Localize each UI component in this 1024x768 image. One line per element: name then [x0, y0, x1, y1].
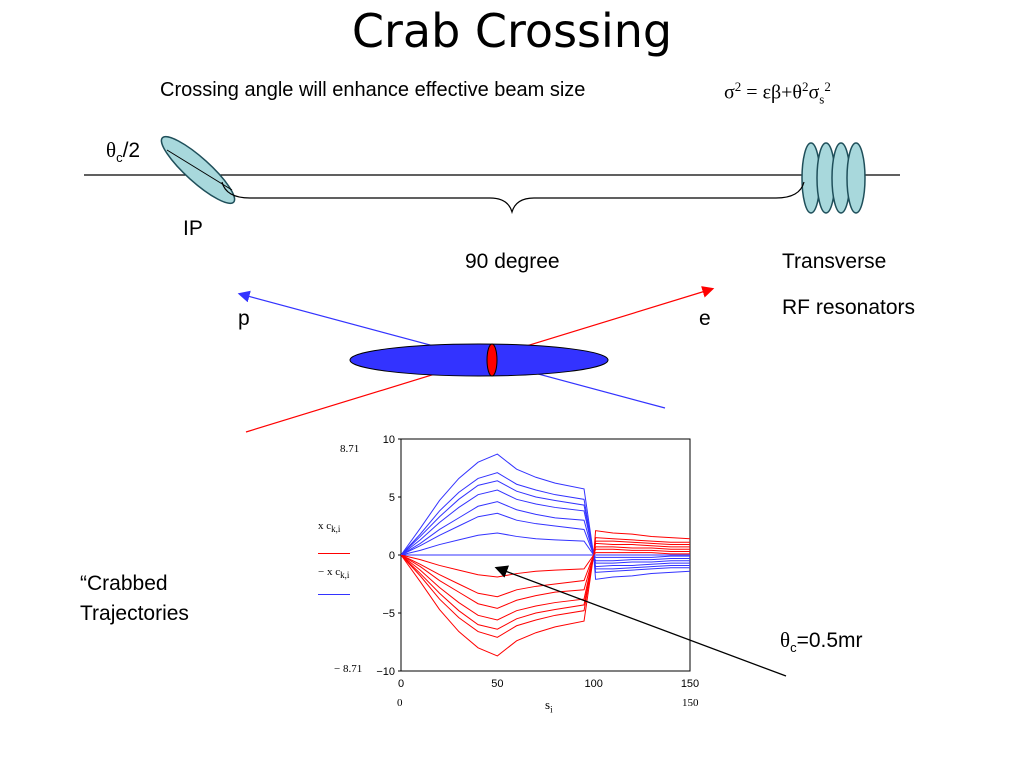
y-tick-label: 10 [383, 434, 395, 446]
y-marker-top: 8.71 [340, 443, 360, 455]
x-marker-right: 150 [682, 697, 699, 709]
trajectory-positive-3 [400, 453, 691, 580]
slide-title: Crab Crossing [351, 4, 673, 58]
x-axis-label: si [545, 697, 553, 715]
theta-c-value-label: θc=0.5mr [780, 628, 863, 656]
y-tick-label: −5 [382, 608, 395, 620]
pointer-arrow [494, 565, 787, 677]
transverse-label: Transverse [782, 250, 887, 273]
crabbed-label-line2: Trajectories [80, 602, 189, 625]
trajectory-positive-5 [400, 501, 690, 564]
trajectory-negative-3 [400, 530, 691, 657]
proton-label: p [238, 307, 250, 330]
ip-axis-line [166, 149, 233, 191]
trajectory-negative-6 [400, 540, 690, 630]
trajectory-negative-2 [400, 537, 690, 638]
crabbed-label-line1: “Crabbed [80, 572, 168, 595]
y-tick-label: 0 [389, 550, 395, 562]
electron-label: e [699, 307, 711, 330]
distance-brace [221, 181, 805, 215]
trajectory-negative-1 [400, 542, 690, 621]
y-label-positive: x ck,i [318, 520, 341, 535]
crossing-half-angle-label: θc/2 [106, 138, 141, 166]
ip-tilted-bunch [160, 135, 236, 205]
trajectory-negative-4 [400, 552, 690, 578]
legend-red-line [318, 553, 350, 554]
y-tick-label: 5 [389, 492, 395, 504]
rf-resonators-icon [801, 142, 866, 214]
trajectory-positive-4 [400, 532, 690, 558]
x-marker-left: 0 [397, 697, 403, 709]
trajectory-positive-6 [400, 480, 690, 570]
trajectory-negative-5 [400, 546, 690, 609]
trajectory-positive-0 [400, 512, 690, 562]
rf-resonators-label: RF resonators [782, 296, 916, 319]
slide-subtitle: Crossing angle will enhance effective be… [160, 79, 586, 101]
beam-size-formula: σ2 = εβ+θ2σs2 [724, 79, 831, 107]
proton-bunch [349, 343, 609, 377]
y-label-negative: − x ck,i [318, 566, 350, 581]
ip-label: IP [183, 217, 203, 240]
x-tick-label: 50 [491, 678, 503, 690]
trajectory-positive-1 [400, 489, 690, 568]
trajectory-positive-2 [400, 472, 690, 573]
y-marker-bottom: − 8.71 [334, 663, 363, 675]
ninety-degree-label: 90 degree [465, 250, 560, 273]
x-tick-label: 100 [584, 678, 602, 690]
electron-bunch [486, 343, 498, 377]
y-tick-label: −10 [376, 666, 395, 678]
legend-blue-line [318, 594, 350, 595]
trajectory-negative-0 [400, 548, 690, 598]
x-tick-label: 0 [398, 678, 404, 690]
x-tick-label: 150 [681, 678, 699, 690]
